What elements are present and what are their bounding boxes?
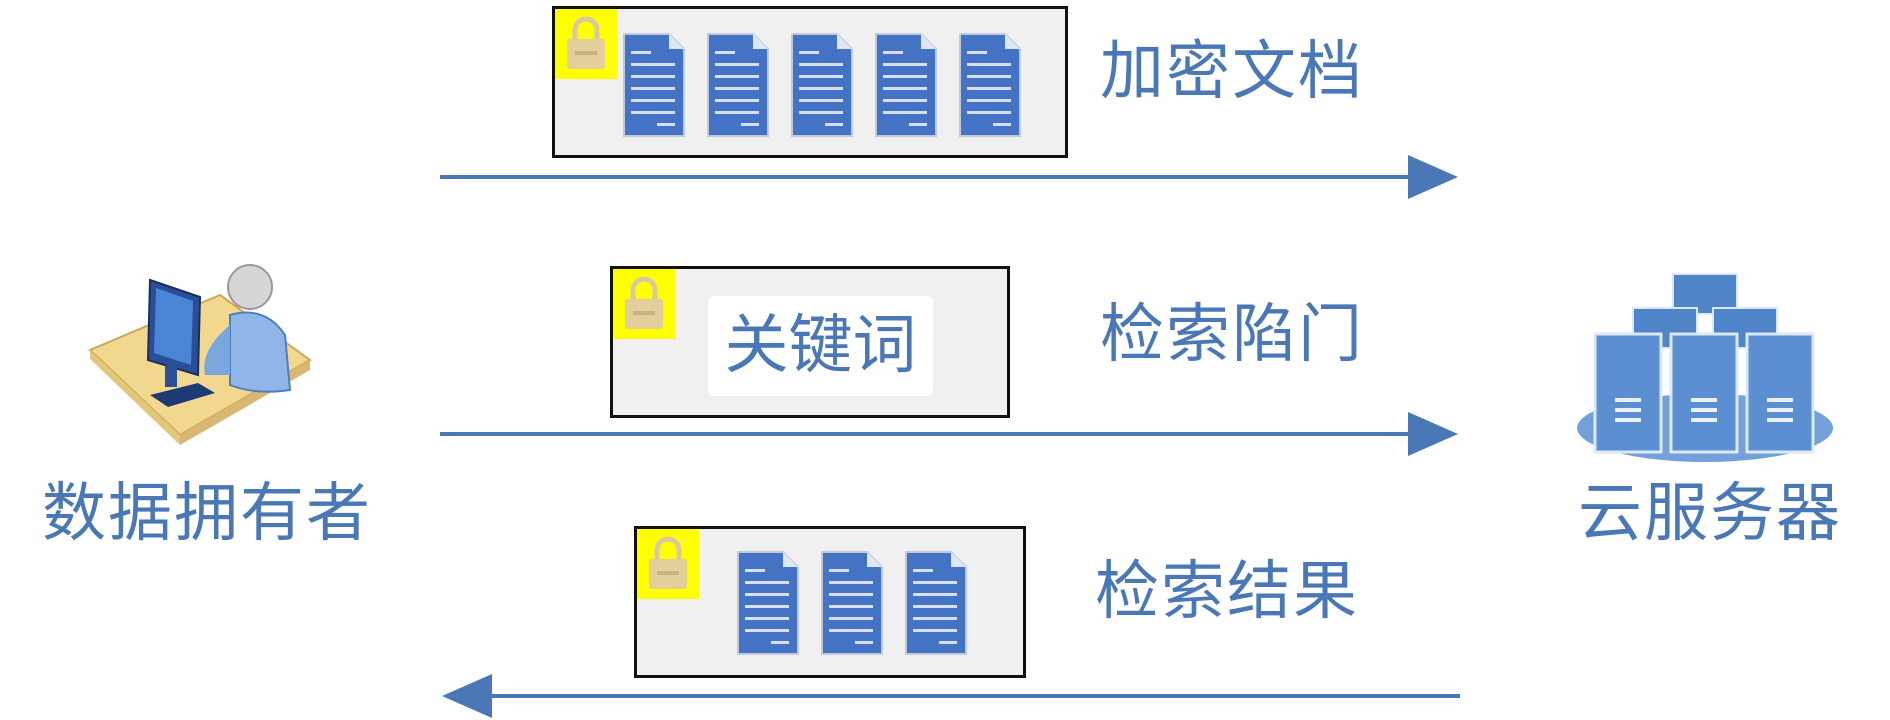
arrow-right — [440, 412, 1458, 456]
flow-label-trapdoor: 检索陷门 — [1100, 298, 1364, 372]
trapdoor-box: 关键词 — [610, 266, 1010, 418]
lock-icon — [613, 269, 675, 339]
lock-icon — [637, 529, 699, 599]
keyword-text: 关键词 — [708, 296, 933, 396]
encrypted-documents-box — [552, 6, 1068, 158]
flow-label-search-results: 检索结果 — [1095, 555, 1359, 629]
server-cluster-icon — [1577, 273, 1833, 462]
arrow-right — [440, 155, 1458, 199]
owner-label: 数据拥有者 — [42, 477, 372, 551]
lock-icon — [555, 9, 617, 79]
flow-label-encrypted-documents: 加密文档 — [1100, 35, 1364, 109]
search-results-box — [634, 526, 1026, 678]
arrow-left — [442, 674, 1460, 718]
user-at-computer-icon — [88, 264, 312, 445]
server-label: 云服务器 — [1578, 477, 1842, 551]
